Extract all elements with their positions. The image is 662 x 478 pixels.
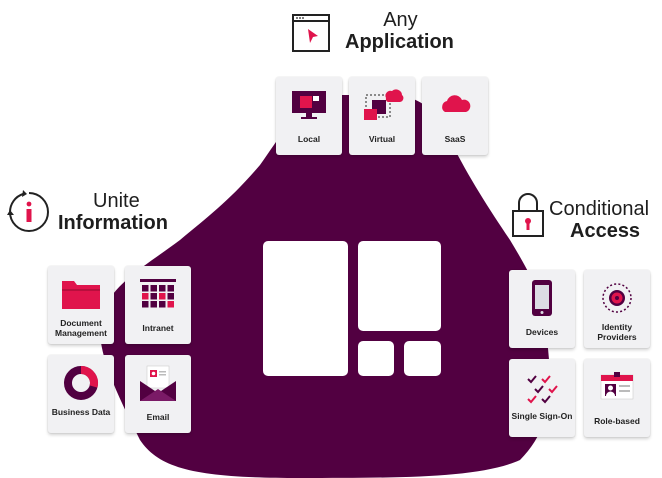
tile-devices-label: Devices [525,327,559,337]
folder-icon [62,281,100,309]
padlock-icon [512,193,544,237]
tile-role-based: Role-based [584,359,650,437]
logo-panel-top-right [358,241,441,331]
information-header-icon [6,189,52,240]
logo-panel-small-left [358,341,394,376]
tile-business-data-label: Business Data [51,407,111,417]
information-header: Unite Information [58,190,168,234]
tile-email: Email [125,355,191,433]
tile-single-sign-on-label: Single Sign-On [511,411,573,421]
tile-virtual-label: Virtual [368,134,396,144]
envelope-icon [140,365,176,401]
smartphone-icon [532,280,552,316]
tile-email-label: Email [146,412,170,422]
virtual-machine-icon [364,89,404,120]
tile-business-data: Business Data [48,355,114,433]
application-header-line2: Application [345,31,454,53]
tile-intranet: Intranet [125,266,191,344]
access-header-line1: Conditional [549,198,650,220]
tile-identity-providers-label: Identity Providers [597,322,637,342]
information-header-line2: Information [58,212,168,234]
info-cycle-icon [7,190,49,232]
tile-saas-label: SaaS [444,134,466,144]
tile-single-sign-on: Single Sign-On [509,359,575,437]
cursor-window-icon [292,14,330,52]
tile-intranet-label: Intranet [142,323,174,333]
application-header-line1: Any [383,9,418,31]
identity-eye-icon [602,283,632,313]
tile-virtual: Virtual [349,77,415,155]
application-header: Any Application [345,9,454,53]
donut-chart-icon [64,366,98,400]
tile-document-management: Document Management [48,266,114,344]
tile-document-management-label: Document Management [55,318,107,338]
information-header-line1: Unite [93,190,140,212]
cloud-icon [442,95,471,112]
checklist-icon [527,375,558,404]
intranet-grid-icon [140,279,176,308]
monitor-icon [292,91,326,119]
access-header-line2: Access [570,220,641,242]
tile-local: Local [276,77,342,155]
access-header-icon [511,193,545,244]
logo-panel-large [263,241,348,376]
logo-panel-small-right [404,341,441,376]
tile-identity-providers: Identity Providers [584,270,650,348]
id-card-icon [600,372,634,400]
application-header-icon [292,14,332,59]
access-header: Conditional Access [549,198,649,242]
tile-saas: SaaS [422,77,488,155]
tile-local-label: Local [297,134,321,144]
tile-devices: Devices [509,270,575,348]
tile-role-based-label: Role-based [594,416,640,426]
